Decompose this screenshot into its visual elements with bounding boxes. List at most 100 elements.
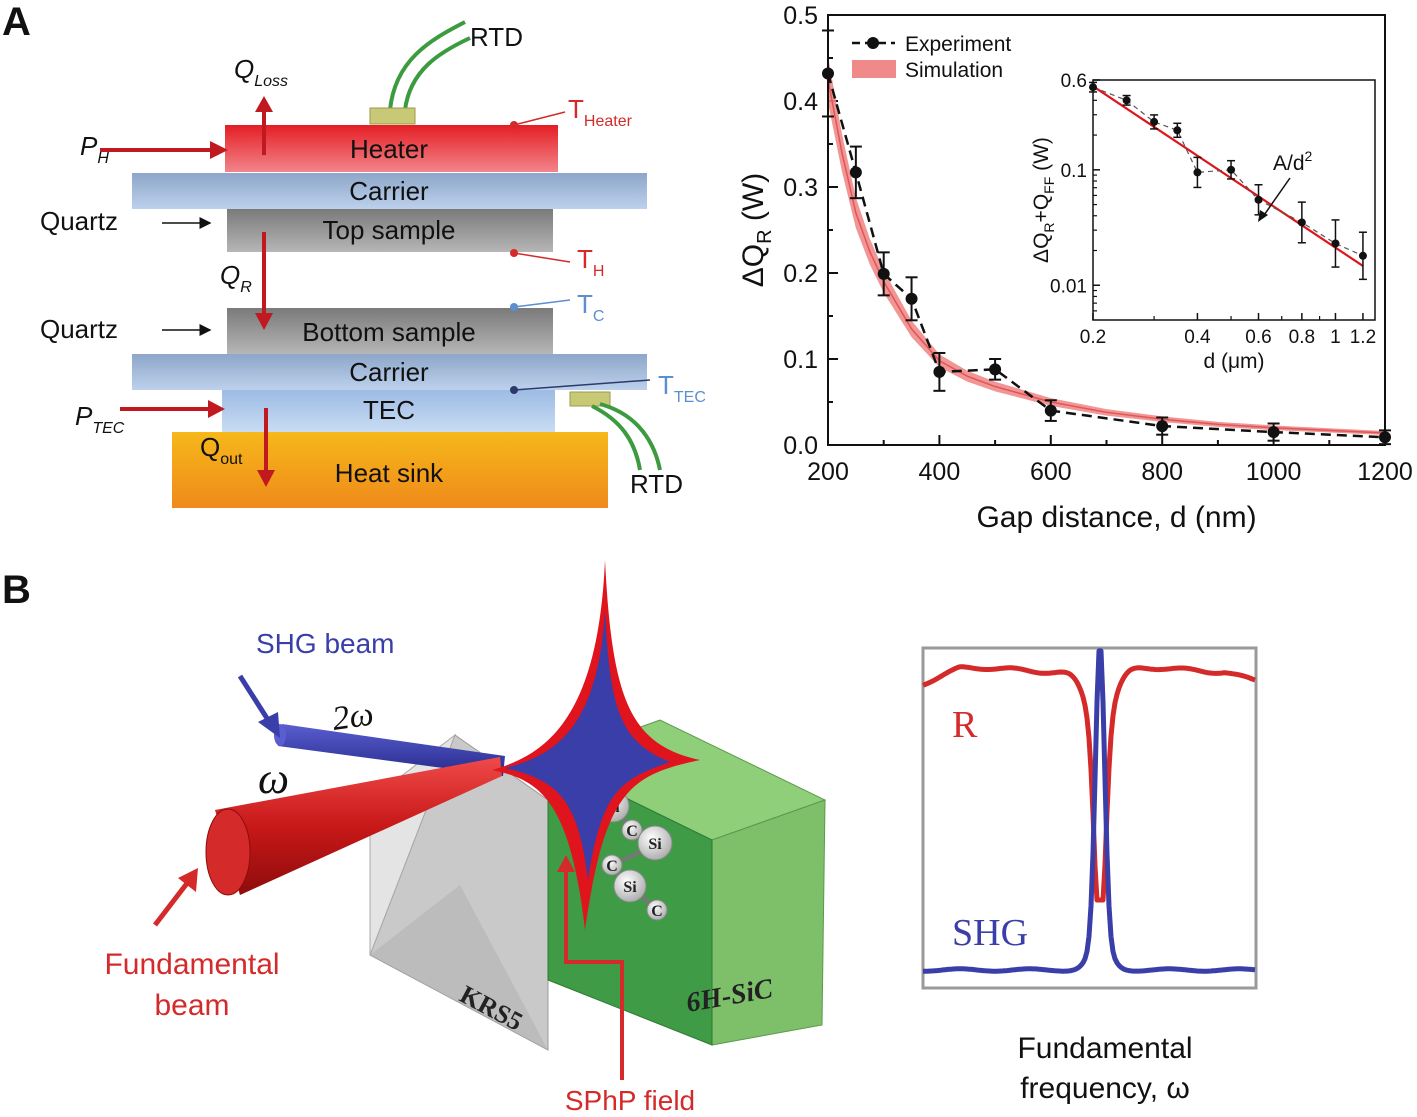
experiment-line xyxy=(826,73,1386,439)
inset-data-point xyxy=(1297,218,1306,227)
inset-y-tick-label: 0.01 xyxy=(1050,276,1087,297)
heat-sink-block xyxy=(172,432,608,508)
carrier-top-block xyxy=(132,173,647,209)
inset-annotation-base: A/d xyxy=(1273,152,1305,175)
top-sample-label: Top sample xyxy=(323,215,456,245)
rtd-bottom-sensor xyxy=(569,391,662,471)
inset-y-title-sub: R xyxy=(1041,222,1057,232)
y-tick-label: 0.5 xyxy=(783,2,818,30)
quartz-top-label: Quartz xyxy=(40,206,118,236)
q-r-label: QR xyxy=(220,260,252,296)
two-omega-label: 2ω xyxy=(330,696,376,738)
y-tick-label: 0.2 xyxy=(783,260,818,288)
inset-data-point xyxy=(1358,251,1367,260)
bottom-sample-block xyxy=(227,308,553,354)
inset-annotation-arrow xyxy=(1261,177,1291,219)
y-tick-label: 0.4 xyxy=(783,88,818,116)
inset-fit-line xyxy=(1092,85,1364,267)
data-point xyxy=(1156,420,1169,433)
carrier-bottom-label: Carrier xyxy=(349,357,429,387)
data-point xyxy=(905,292,918,305)
atom-label: C xyxy=(606,858,618,875)
shg-beam-pointer xyxy=(237,674,280,738)
rtd-bottom-label: RTD xyxy=(630,469,683,499)
spectrum-xlabel-line2: frequency, ω xyxy=(1020,1072,1190,1105)
t-h-label: TH xyxy=(577,244,604,280)
x-tick-label: 200 xyxy=(807,458,849,486)
y-tick-label: 0.1 xyxy=(783,346,818,374)
krs5-prism xyxy=(369,733,549,1051)
x-axis-title: Gap distance, d (nm) xyxy=(976,501,1256,534)
x-tick-label: 1000 xyxy=(1246,458,1302,486)
inset-y-title-unit: (W) xyxy=(1030,137,1053,177)
inset-x-axis-title: d (μm) xyxy=(1203,350,1264,373)
spectrum-plot xyxy=(921,646,1258,990)
data-point xyxy=(877,267,890,280)
y-axis-title-unit: (W) xyxy=(737,173,770,230)
data-point xyxy=(1379,431,1391,444)
heat-flow-arrows xyxy=(100,96,275,487)
inset-y-tick-label: 0.1 xyxy=(1061,161,1087,182)
inset-data-point xyxy=(1227,165,1236,174)
x-tick-label: 1200 xyxy=(1357,458,1413,486)
shg-spectrum-curve xyxy=(922,648,1256,974)
shg-curve-label: SHG xyxy=(952,912,1028,954)
sphp-field-pointer xyxy=(557,855,624,1080)
inset-y-title-part: ΔQ xyxy=(1030,233,1053,263)
inset-annotation-sup: 2 xyxy=(1305,148,1313,164)
carrier-top-label: Carrier xyxy=(349,176,429,206)
y-tick-label: 0.0 xyxy=(783,432,818,460)
sphp-field-label: SPhP field xyxy=(565,1085,695,1116)
bottom-sample-label: Bottom sample xyxy=(302,317,475,347)
panel-b-label: B xyxy=(2,568,31,612)
rtd-top-sensor xyxy=(369,20,471,125)
tec-block xyxy=(222,390,555,432)
y-axis-title-sub: R xyxy=(754,229,776,243)
fundamental-beam-label-line1: Fundamental xyxy=(104,948,279,981)
legend-simulation-swatch xyxy=(852,60,896,78)
heater-block xyxy=(225,125,558,172)
inset-data-point xyxy=(1089,83,1097,92)
t-heater-label: THeater xyxy=(568,94,633,130)
y-tick-label: 0.3 xyxy=(783,174,818,202)
data-point xyxy=(989,363,1002,376)
inset-x-tick-label: 1.2 xyxy=(1350,327,1376,348)
heat-sink-label: Heat sink xyxy=(335,458,444,488)
shg-beam-label: SHG beam xyxy=(256,628,395,659)
inset-data-point xyxy=(1150,117,1159,126)
inset-x-tick-label: 0.2 xyxy=(1080,327,1106,348)
inset-annotation: A/d2 xyxy=(1273,148,1313,175)
atom-label: C xyxy=(626,823,638,840)
fundamental-beam xyxy=(205,757,502,896)
r-curve-label: R xyxy=(952,704,978,746)
tec-label: TEC xyxy=(363,395,415,425)
carrier-bottom-block xyxy=(132,354,647,390)
q-loss-label: QLoss xyxy=(234,54,288,90)
inset-annotation-arrowhead xyxy=(1258,210,1268,222)
p-h-label: PH xyxy=(80,131,109,167)
inset-x-tick-label: 1 xyxy=(1330,327,1341,348)
inset-x-tick-label: 0.8 xyxy=(1289,327,1315,348)
inset-y-title-part: +Q xyxy=(1030,194,1053,223)
data-point xyxy=(1044,404,1057,417)
t-tec-label: TTEC xyxy=(658,370,706,406)
x-tick-label: 800 xyxy=(1141,458,1183,486)
data-point xyxy=(849,166,862,179)
temperature-leads xyxy=(510,111,651,394)
fundamental-beam-pointer xyxy=(153,868,198,927)
sphp-field-shape xyxy=(492,560,700,930)
x-tick-label: 600 xyxy=(1030,458,1072,486)
r-spectrum-curve xyxy=(922,664,1256,903)
t-c-label: TC xyxy=(577,289,604,325)
inset-x-tick-label: 0.6 xyxy=(1245,327,1271,348)
inset-x-tick-label: 0.4 xyxy=(1184,327,1211,348)
data-point xyxy=(1267,426,1280,439)
spectrum-xlabel-line1: Fundamental xyxy=(1017,1032,1192,1065)
inset-y-tick-label: 0.6 xyxy=(1061,71,1087,92)
omega-label: ω xyxy=(258,754,289,803)
y-axis-title-part: ΔQ xyxy=(737,244,770,287)
p-tec-label: PTEC xyxy=(75,401,125,437)
